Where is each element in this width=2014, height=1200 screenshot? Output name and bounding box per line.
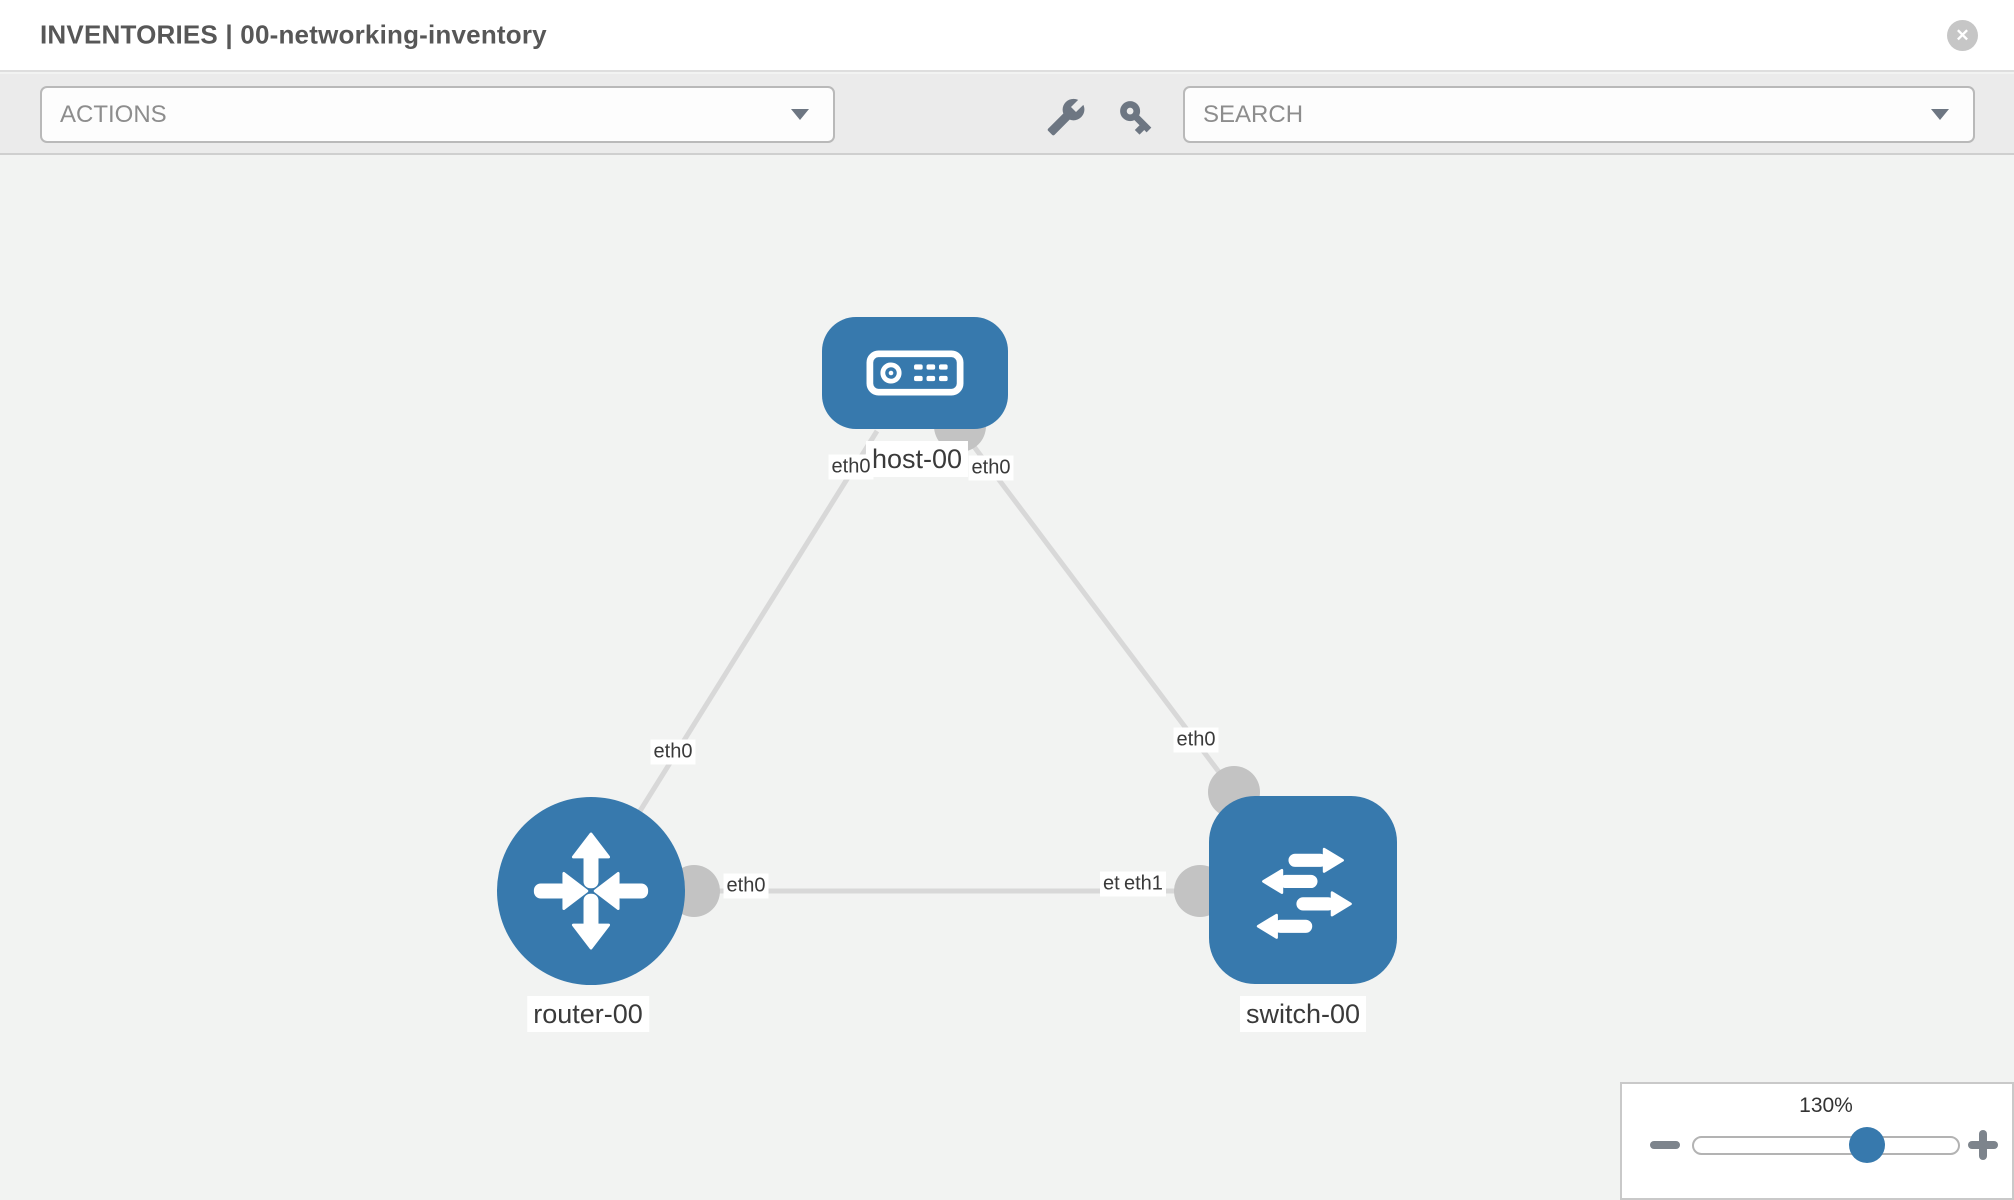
- host-icon: [866, 350, 964, 396]
- tools-button[interactable]: [1044, 96, 1088, 140]
- port-label-eth0: eth0: [1173, 727, 1219, 753]
- router-icon: [533, 832, 649, 950]
- close-icon: ✕: [1955, 26, 1970, 45]
- zoom-level: 130%: [1799, 1094, 1853, 1117]
- actions-dropdown-label: ACTIONS: [60, 100, 167, 128]
- node-host-00[interactable]: [822, 317, 1008, 429]
- node-label-switch: switch-00: [1239, 996, 1367, 1032]
- switch-icon: [1256, 847, 1352, 939]
- panel-header: INVENTORIES | 00-networking-inventory ✕: [0, 0, 2014, 72]
- close-button[interactable]: ✕: [1947, 20, 1978, 51]
- port-label-eth0: eth0: [723, 873, 769, 899]
- node-switch-00[interactable]: [1209, 796, 1397, 984]
- chevron-down-icon: [791, 109, 809, 120]
- plus-icon: [1979, 1130, 1987, 1160]
- zoom-slider-handle[interactable]: [1849, 1127, 1885, 1163]
- port-label-eth0: eth0: [650, 739, 696, 765]
- chevron-down-icon: [1931, 109, 1949, 120]
- key-icon: [1120, 100, 1152, 135]
- search-input[interactable]: [1203, 100, 1931, 129]
- minus-icon: [1650, 1141, 1680, 1149]
- port-label-eth1: eth1: [1121, 871, 1166, 897]
- node-label-router: router-00: [527, 996, 649, 1032]
- wrench-icon: [1047, 98, 1085, 135]
- port-label-eth0: eth0: [828, 454, 874, 480]
- topology-canvas[interactable]: [0, 157, 2014, 1200]
- page-title: INVENTORIES | 00-networking-inventory: [40, 19, 547, 50]
- search-dropdown[interactable]: [1183, 86, 1975, 143]
- credentials-button[interactable]: [1114, 96, 1158, 140]
- toolbar: ACTIONS: [0, 74, 2014, 155]
- node-router-00[interactable]: [497, 797, 685, 985]
- zoom-in-button[interactable]: [1968, 1130, 1998, 1160]
- zoom-out-button[interactable]: [1650, 1130, 1680, 1160]
- actions-dropdown[interactable]: ACTIONS: [40, 86, 835, 143]
- node-label-host: host-00: [865, 441, 969, 477]
- zoom-panel: 130%: [1620, 1082, 2014, 1200]
- zoom-slider-track[interactable]: [1692, 1127, 1960, 1163]
- port-label-eth0: eth0: [968, 455, 1014, 481]
